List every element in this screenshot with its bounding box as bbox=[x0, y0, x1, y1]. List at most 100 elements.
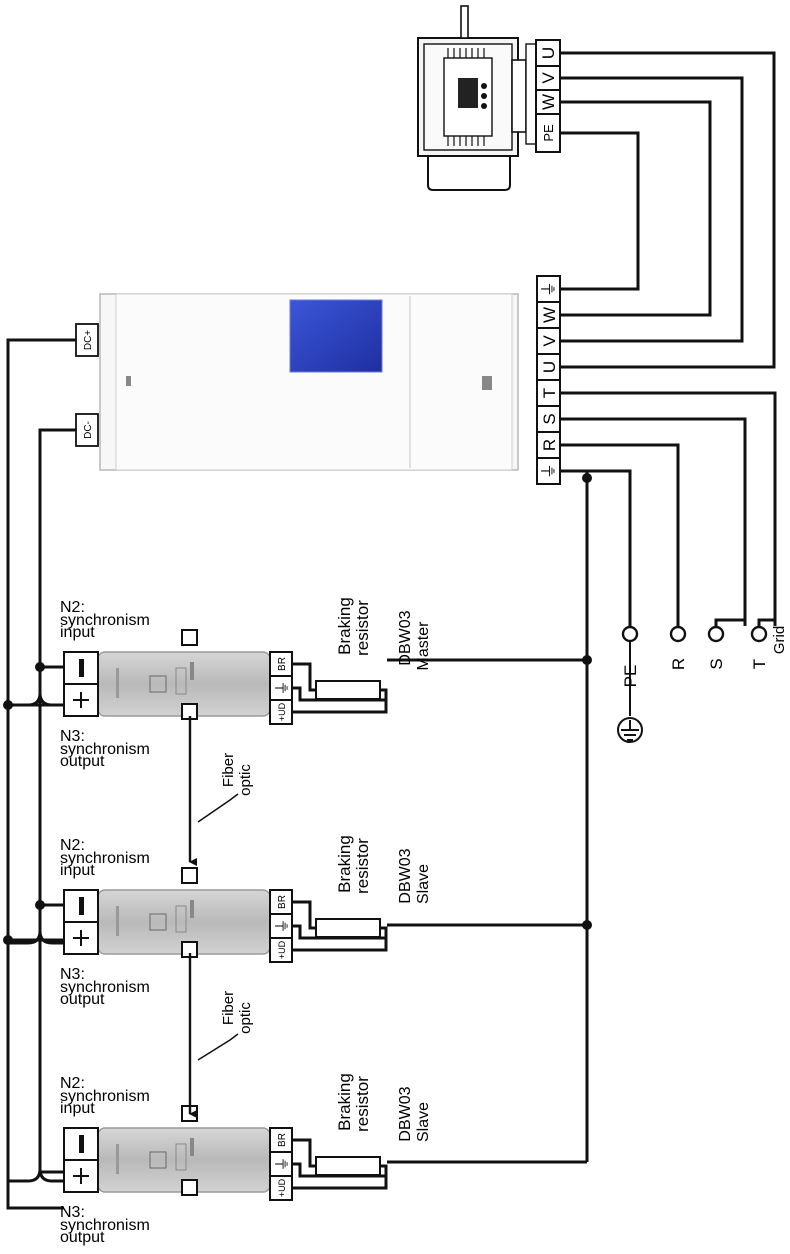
n2-port[interactable] bbox=[181, 629, 198, 646]
grid-point-t[interactable] bbox=[750, 625, 768, 643]
grid-point-r[interactable] bbox=[669, 625, 687, 643]
grid-label-pe: PE bbox=[621, 665, 640, 688]
n3-label-line2: synchronism bbox=[60, 1217, 150, 1234]
motor-terminal-pe[interactable]: PE bbox=[541, 124, 556, 142]
motor-terminal-v[interactable]: V bbox=[539, 72, 558, 84]
drive-terminal-w[interactable]: W bbox=[540, 307, 559, 323]
n3-label-line1: N3: bbox=[60, 966, 85, 983]
n2-label-line3: input bbox=[60, 624, 95, 641]
role-label: Master bbox=[415, 621, 432, 671]
fiber-links bbox=[188, 716, 239, 1118]
n3-label-line3: output bbox=[60, 1229, 105, 1246]
n2-label-line3: input bbox=[60, 1100, 95, 1117]
grid-point-pe[interactable] bbox=[621, 625, 639, 643]
n2-label-line3: input bbox=[60, 862, 95, 879]
fiber-label-1-line1: Fiber bbox=[220, 753, 237, 787]
drive-terminal-s[interactable]: S bbox=[540, 413, 559, 424]
drive-dc-terminals: DC+ DC- bbox=[75, 323, 99, 447]
terminal-br: BR bbox=[277, 657, 288, 671]
braking-modules: BR⏚+UDN2:synchronisminputN3:synchronismo… bbox=[8, 597, 432, 1246]
braking-resistor bbox=[315, 1156, 381, 1176]
n3-label-line2: synchronism bbox=[60, 741, 150, 758]
motor-terminal-block: U V W PE bbox=[535, 39, 561, 153]
resistor-label-line1: Braking bbox=[335, 835, 354, 893]
n2-label-line2: synchronism bbox=[60, 1088, 150, 1105]
drive-terminal-u[interactable]: U bbox=[540, 361, 559, 373]
wiring bbox=[6, 51, 777, 1210]
drive-terminal-r[interactable]: R bbox=[540, 439, 559, 451]
bus-terminal-minus[interactable] bbox=[63, 1127, 99, 1161]
n2-port[interactable] bbox=[181, 867, 198, 884]
model-label: DBW03 bbox=[397, 848, 414, 903]
braking-resistor bbox=[315, 680, 381, 700]
wire-grid-r bbox=[560, 443, 680, 626]
terminal-pe: ⏚ bbox=[274, 918, 291, 933]
braking-module-2: BR⏚+UDN2:synchronisminputN3:synchronismo… bbox=[8, 835, 432, 1008]
braking-resistor bbox=[315, 918, 381, 938]
motor-terminal-u[interactable]: U bbox=[539, 47, 558, 59]
n3-label-line1: N3: bbox=[60, 728, 85, 745]
drive-display bbox=[289, 299, 383, 373]
drive-terminal-pe-top[interactable]: ⏚ bbox=[539, 281, 558, 297]
grid-points bbox=[621, 625, 768, 643]
grid-label-t: T bbox=[750, 659, 769, 669]
terminal-pe: ⏚ bbox=[274, 1156, 291, 1171]
n2-label-line1: N2: bbox=[60, 1075, 85, 1092]
n2-label-line2: synchronism bbox=[60, 612, 150, 629]
resistor-label-line1: Braking bbox=[335, 597, 354, 655]
n3-label-line1: N3: bbox=[60, 1204, 85, 1221]
role-label: Slave bbox=[415, 864, 432, 904]
wire-grid-t bbox=[560, 391, 777, 626]
drive-terminal-pe-bottom[interactable]: ⏚ bbox=[539, 463, 558, 479]
grid-label: Grid bbox=[771, 626, 788, 654]
n3-port[interactable] bbox=[181, 1179, 198, 1196]
wire-motor-pe bbox=[560, 131, 640, 291]
n2-label-line1: N2: bbox=[60, 599, 85, 616]
terminal-ud: +UD bbox=[277, 940, 287, 959]
wire-motor-w bbox=[560, 100, 712, 317]
minus-icon bbox=[79, 1135, 84, 1153]
wire-motor-v bbox=[560, 76, 744, 343]
junctions bbox=[3, 473, 592, 945]
grid-point-s[interactable] bbox=[707, 625, 725, 643]
braking-module-3: BR⏚+UDN2:synchronisminputN3:synchronismo… bbox=[8, 1073, 432, 1246]
wire-grid-s bbox=[560, 417, 747, 626]
terminal-br: BR bbox=[277, 895, 288, 909]
n2-label-line2: synchronism bbox=[60, 850, 150, 867]
n3-label-line3: output bbox=[60, 753, 105, 770]
resistor-label-line2: resistor bbox=[353, 838, 372, 894]
wire-motor-u bbox=[560, 51, 776, 369]
n2-label-line1: N2: bbox=[60, 837, 85, 854]
motor-terminal-w[interactable]: W bbox=[539, 94, 558, 110]
resistor-label-line2: resistor bbox=[353, 1076, 372, 1132]
dc-plus-label: DC+ bbox=[83, 330, 94, 350]
fiber-label-2-line1: Fiber bbox=[220, 991, 237, 1025]
terminal-ud: +UD bbox=[277, 1178, 287, 1197]
fiber-label-1-line2: optic bbox=[237, 764, 254, 796]
role-label: Slave bbox=[415, 1102, 432, 1142]
minus-icon bbox=[79, 897, 84, 915]
model-label: DBW03 bbox=[397, 1086, 414, 1141]
resistor-label-line1: Braking bbox=[335, 1073, 354, 1131]
motor bbox=[417, 5, 537, 191]
terminal-br: BR bbox=[277, 1133, 288, 1147]
minus-icon bbox=[79, 659, 84, 677]
wire-dc-minus bbox=[38, 428, 76, 1174]
model-label: DBW03 bbox=[397, 610, 414, 665]
drive-terminal-v[interactable]: V bbox=[540, 335, 559, 347]
grid-label-s: S bbox=[707, 658, 726, 669]
drive-terminal-t[interactable]: T bbox=[540, 388, 559, 398]
drive-body bbox=[99, 293, 519, 471]
drive-terminal-block: ⏚ W V U T S R ⏚ bbox=[536, 275, 561, 485]
terminal-pe: ⏚ bbox=[274, 680, 291, 695]
resistor-label-line2: resistor bbox=[353, 600, 372, 656]
braking-module-1: BR⏚+UDN2:synchronisminputN3:synchronismo… bbox=[8, 597, 432, 770]
wire-grid-pe bbox=[560, 469, 632, 626]
grid-label-r: R bbox=[669, 658, 688, 670]
n3-label-line2: synchronism bbox=[60, 979, 150, 996]
wire-dc-plus bbox=[6, 338, 76, 1210]
terminal-ud: +UD bbox=[277, 702, 287, 721]
earth-symbol-icon bbox=[617, 641, 643, 743]
dc-minus-label: DC- bbox=[83, 421, 94, 439]
